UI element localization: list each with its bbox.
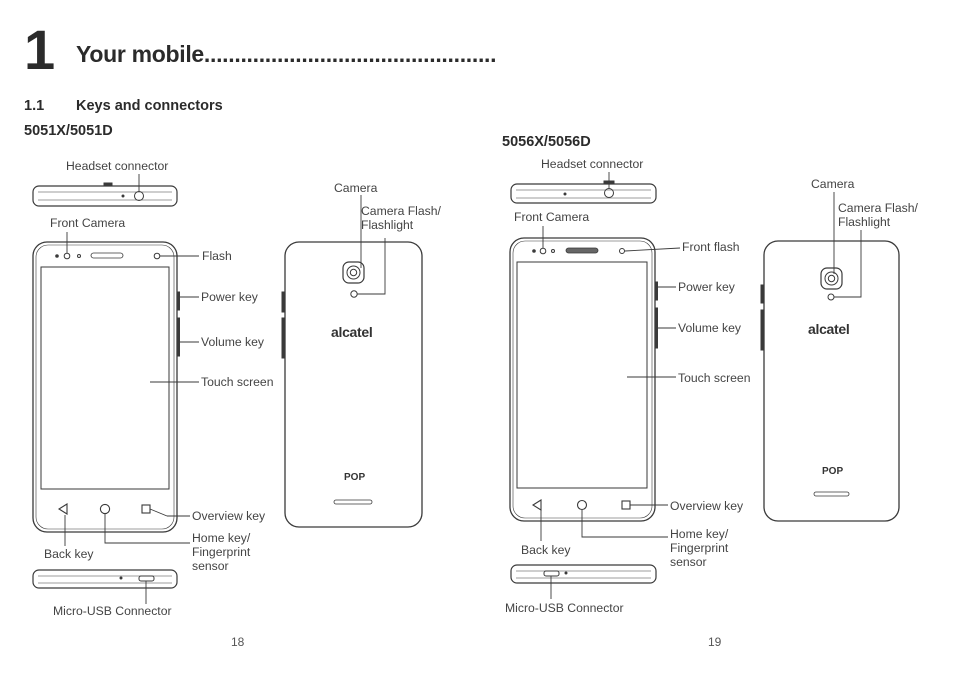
left-label-back: Back key: [44, 547, 94, 561]
left-label-volume: Volume key: [201, 335, 265, 349]
right-label-headset: Headset connector: [541, 157, 644, 171]
right-label-home-3: sensor: [670, 555, 707, 569]
left-label-home-3: sensor: [192, 559, 229, 573]
right-phone-front: [509, 237, 658, 522]
left-back-brand: POP: [344, 472, 366, 483]
right-usb-port: [543, 570, 560, 577]
left-home-key-icon: [99, 503, 111, 515]
right-phone-back: [760, 240, 900, 522]
right-page-number: 19: [708, 635, 722, 649]
right-back-logo: alcatel: [808, 321, 850, 337]
left-label-touch: Touch screen: [201, 375, 274, 389]
right-label-camflash-2: Flashlight: [838, 215, 891, 229]
right-rear-flash: [827, 293, 835, 301]
right-model-label: 5056X/5056D: [502, 134, 591, 150]
left-label-power: Power key: [201, 290, 258, 304]
left-label-flash: Flash: [202, 249, 232, 263]
right-power-key: [654, 281, 658, 301]
section-title: Keys and connectors: [76, 98, 223, 114]
right-label-home-1: Home key/: [670, 527, 729, 541]
right-rear-camera: [820, 267, 843, 290]
left-usb-port: [138, 575, 155, 582]
left-label-camera: Camera: [334, 181, 378, 195]
left-label-overview: Overview key: [192, 509, 266, 523]
right-label-power: Power key: [678, 280, 735, 294]
left-earpiece: [90, 252, 124, 259]
right-back-brand: POP: [822, 466, 844, 477]
right-earpiece: [565, 247, 599, 254]
right-overview-key-icon: [621, 500, 631, 510]
right-front-camera: [539, 247, 547, 255]
right-front-flash: [619, 248, 625, 254]
left-back-logo: alcatel: [331, 324, 373, 340]
left-front-camera: [63, 252, 71, 260]
right-label-overview: Overview key: [670, 499, 744, 513]
right-label-flash: Front flash: [682, 240, 740, 254]
chapter-title-text: Your mobile: [76, 41, 204, 67]
left-headset-jack: [134, 191, 144, 201]
left-phone-front: [32, 241, 180, 533]
right-back-key-icon: [531, 499, 542, 511]
left-label-front-camera: Front Camera: [50, 216, 126, 230]
right-label-camera: Camera: [811, 177, 855, 191]
left-rear-camera: [342, 261, 365, 284]
left-label-usb: Micro-USB Connector: [53, 604, 172, 618]
left-back-key-icon: [57, 503, 68, 515]
right-label-touch: Touch screen: [678, 371, 751, 385]
left-label-home-2: Fingerprint: [192, 545, 251, 559]
left-label-camflash-1: Camera Flash/: [361, 204, 441, 218]
right-label-volume: Volume key: [678, 321, 742, 335]
section-number: 1.1: [24, 98, 45, 114]
left-label-home-1: Home key/: [192, 531, 251, 545]
right-label-back: Back key: [521, 543, 571, 557]
right-home-key-icon: [576, 499, 588, 511]
chapter-title-leader: ........................................…: [203, 41, 497, 67]
left-label-headset: Headset connector: [66, 159, 169, 173]
right-label-home-2: Fingerprint: [670, 541, 729, 555]
left-overview-key-icon: [141, 504, 151, 514]
right-label-front-camera: Front Camera: [514, 210, 590, 224]
left-rear-flash: [350, 290, 358, 298]
right-label-camflash-1: Camera Flash/: [838, 201, 918, 215]
right-phone-top-view: [510, 180, 657, 204]
chapter-title: Your mobile.............................…: [76, 41, 497, 68]
left-phone-top-view: [32, 182, 178, 207]
left-model-label: 5051X/5051D: [24, 123, 113, 139]
left-phone-bottom-view: [32, 569, 178, 589]
right-label-usb: Micro-USB Connector: [505, 601, 624, 615]
left-callout-lines: [64, 174, 386, 604]
left-power-key: [176, 291, 180, 311]
left-front-flash: [153, 252, 161, 260]
left-label-camflash-2: Flashlight: [361, 218, 414, 232]
right-callout-lines: [540, 172, 862, 599]
chapter-number: 1: [24, 18, 56, 81]
left-volume-key: [176, 317, 180, 357]
left-phone-back: [281, 241, 423, 528]
left-page-number: 18: [231, 635, 245, 649]
right-phone-bottom-view: [510, 564, 657, 584]
